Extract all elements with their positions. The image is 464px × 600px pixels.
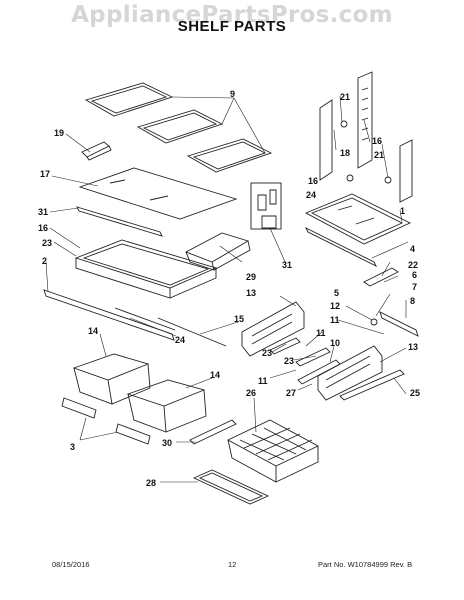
callout-label: 1 — [400, 206, 405, 216]
callout-label: 23 — [42, 238, 52, 248]
callout-label: 18 — [340, 148, 350, 158]
callout-label: 28 — [146, 478, 156, 488]
bracket-cluster-part — [250, 182, 282, 230]
clip-part — [363, 267, 399, 287]
screw-part — [370, 318, 378, 326]
callout-label: 31 — [38, 207, 48, 217]
wire-part — [339, 369, 405, 401]
callout-label: 17 — [40, 169, 50, 179]
screw-part — [346, 174, 354, 182]
small-bin-part — [184, 232, 251, 271]
callout-label: 13 — [408, 342, 418, 352]
callout-label: 19 — [54, 128, 64, 138]
callout-label: 23 — [284, 356, 294, 366]
callout-label: 12 — [330, 301, 340, 311]
callout-label: 11 — [258, 376, 268, 386]
callout-label: 31 — [282, 260, 292, 270]
tray-part — [192, 469, 270, 505]
callout-labels: 9 19 17 31 16 23 2 24 15 29 31 13 21 18 … — [38, 89, 420, 488]
crisper-drawer-part — [72, 353, 151, 405]
callout-label: 23 — [262, 348, 272, 358]
glass-shelf-right-part — [304, 193, 412, 245]
wire-basket-part — [227, 419, 319, 483]
rod-part — [114, 307, 176, 331]
small-clip-part — [295, 347, 331, 367]
glass-shelf-part — [78, 167, 238, 220]
callout-label: 14 — [210, 370, 220, 380]
small-clip-part — [269, 337, 301, 355]
callout-label: 6 — [412, 270, 417, 280]
callout-label: 13 — [246, 288, 256, 298]
rail-part — [379, 311, 419, 337]
callout-label: 16 — [308, 176, 318, 186]
callout-label: 16 — [372, 136, 382, 146]
callout-label: 27 — [286, 388, 296, 398]
callout-label: 24 — [175, 335, 185, 345]
callout-label: 30 — [162, 438, 172, 448]
callout-label: 24 — [306, 190, 316, 200]
vertical-bracket-part — [319, 71, 413, 203]
callout-label: 21 — [374, 150, 384, 160]
callout-label: 29 — [246, 272, 256, 282]
crisper-drawer-part — [126, 379, 207, 433]
callout-label: 11 — [330, 315, 340, 325]
callout-label: 21 — [340, 92, 350, 102]
callout-label: 5 — [334, 288, 339, 298]
callout-label: 8 — [410, 296, 415, 306]
callout-label: 26 — [246, 388, 256, 398]
footer-date: 08/15/2016 — [52, 560, 90, 569]
callout-label: 3 — [70, 442, 75, 452]
screw-part — [340, 120, 348, 128]
callout-label: 11 — [316, 328, 326, 338]
callout-label: 14 — [88, 326, 98, 336]
page-title: SHELF PARTS — [177, 18, 287, 35]
callout-label: 10 — [330, 338, 340, 348]
callout-label: 2 — [42, 256, 47, 266]
rail-part — [189, 419, 237, 445]
bracket-part — [81, 141, 112, 161]
callout-label: 15 — [234, 314, 244, 324]
drawer-front-part — [115, 423, 151, 445]
shelf-assembly-part — [74, 239, 218, 299]
callout-label: 4 — [410, 244, 415, 254]
footer-page-number: 12 — [228, 560, 237, 569]
side-bracket-right-part — [317, 345, 383, 401]
callout-label: 16 — [38, 223, 48, 233]
callout-label: 9 — [230, 89, 235, 99]
drawer-front-part — [61, 397, 97, 419]
trim-strip-right-part — [304, 226, 378, 268]
watermark: AppliancePartsPros.com — [71, 2, 393, 28]
footer-part-number: Part No. W10784999 Rev. B — [318, 560, 413, 569]
callout-label: 22 — [408, 260, 418, 270]
leader-lines — [45, 95, 409, 483]
long-rod-part — [157, 317, 227, 347]
trim-strip-part — [76, 206, 163, 237]
shelf-frame-part — [84, 82, 273, 173]
callout-label: 25 — [410, 388, 420, 398]
side-bracket-part — [241, 301, 305, 357]
front-rail-part — [43, 289, 175, 341]
callout-label: 7 — [412, 282, 417, 292]
